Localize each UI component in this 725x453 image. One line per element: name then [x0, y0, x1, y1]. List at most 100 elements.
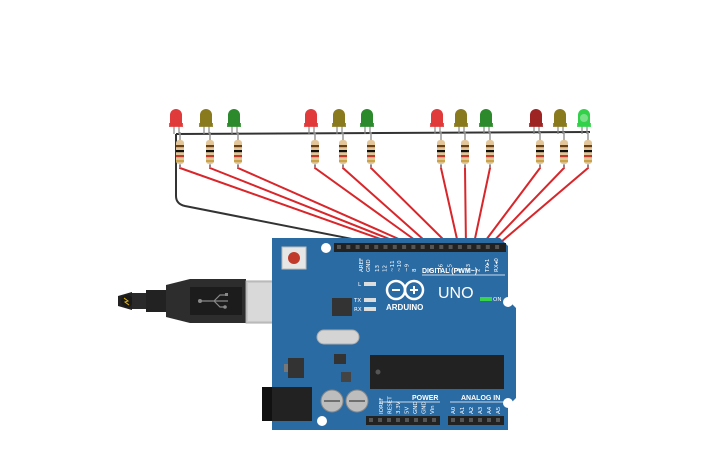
arduino-logo-icon — [385, 279, 425, 301]
resistor — [560, 132, 568, 168]
power-pin-label: RESET — [388, 396, 394, 414]
gnd-label: GND — [366, 259, 372, 272]
mount-hole — [317, 416, 327, 426]
rx-label: RX — [354, 307, 362, 313]
analog-pin-label: A1 — [460, 407, 466, 414]
atmega-chip — [370, 355, 504, 389]
digital-pin-label: ~5 — [448, 263, 454, 272]
power-pin-label: GND — [422, 401, 428, 414]
analog-pin-label: A3 — [478, 406, 484, 414]
led — [199, 109, 213, 134]
resistors — [176, 132, 592, 168]
traffic-light-1 — [169, 109, 241, 134]
led — [553, 109, 567, 134]
resistor — [437, 132, 445, 168]
digital-pin-label: TX▸1 — [485, 259, 491, 273]
digital-pin-label: 8 — [412, 268, 418, 272]
power-jack — [262, 387, 312, 421]
resistor — [536, 132, 544, 168]
digital-pin-label: ~9 — [405, 263, 411, 272]
signal-wire — [179, 165, 407, 249]
digital-header-label: DIGITAL (PWM~) — [422, 268, 477, 275]
ground-wire — [175, 131, 591, 249]
aref-label: AREF — [359, 258, 365, 272]
led — [169, 109, 183, 134]
led — [577, 109, 591, 134]
usb-symbol-icon — [198, 293, 228, 309]
signal-wires — [179, 165, 589, 249]
digital-pin-label: 4 — [457, 268, 463, 272]
led — [304, 109, 318, 134]
power-label: POWER — [412, 395, 438, 402]
tx-label: TX — [353, 298, 361, 304]
voltage-regulator — [288, 358, 304, 378]
digital-pin-label: ~10 — [397, 260, 403, 272]
analog-pin-label: A2 — [469, 407, 475, 414]
power-pin-label: 3.3V — [396, 401, 402, 414]
digital-pin-label: 13 — [375, 265, 381, 272]
signal-wire — [464, 165, 467, 249]
resistor — [234, 132, 242, 168]
traffic-light-2 — [304, 109, 374, 134]
brand-label: ARDUINO — [386, 303, 423, 312]
leds — [169, 109, 591, 134]
analog-pin-label: A5 — [496, 406, 502, 414]
led-tx — [364, 298, 376, 302]
resistor — [461, 132, 469, 168]
led — [454, 109, 468, 134]
resistor — [584, 132, 592, 168]
analog-pin-label: A4 — [487, 406, 493, 414]
digital-pin-label: 2 — [476, 269, 482, 273]
chip — [334, 354, 346, 364]
power-header — [366, 416, 440, 425]
signal-wire — [342, 165, 434, 249]
led-rx — [364, 307, 376, 311]
power-pin-label: 5V — [405, 407, 411, 414]
resistor — [176, 132, 184, 168]
mount-hole — [503, 398, 513, 408]
reset-button[interactable] — [281, 246, 307, 270]
digital-header — [334, 243, 506, 252]
mount-hole — [321, 243, 331, 253]
digital-pin-label: ~3 — [466, 263, 472, 272]
analog-label: ANALOG IN — [461, 395, 500, 402]
resistor — [367, 132, 375, 168]
led — [227, 109, 241, 134]
chip — [332, 298, 352, 316]
led — [332, 109, 346, 134]
signal-wire — [472, 165, 491, 249]
led-l — [364, 282, 376, 286]
on-label: ON — [493, 297, 501, 303]
digital-pin-label: ~11 — [390, 260, 396, 272]
crystal — [316, 329, 360, 345]
led — [360, 109, 374, 134]
power-pin-label: Vin — [430, 405, 436, 414]
led — [479, 109, 493, 134]
power-pin-label: IOREF — [379, 398, 385, 414]
digital-pin-label: ~6 — [438, 263, 444, 272]
resistor — [311, 132, 319, 168]
capacitor — [345, 389, 369, 413]
digital-pin-label: 7 — [429, 268, 435, 272]
led — [529, 109, 543, 134]
power-pin-label: GND — [413, 401, 419, 414]
signal-wire — [493, 165, 589, 249]
led-on — [480, 297, 492, 301]
analog-header — [448, 416, 504, 425]
digital-pin-label: RX◂0 — [494, 258, 500, 272]
led-l-label: L — [358, 282, 362, 288]
analog-pin-label: A0 — [451, 406, 457, 414]
resistor — [339, 132, 347, 168]
capacitor — [320, 389, 344, 413]
resistor — [486, 132, 494, 168]
traffic-light-3 — [430, 109, 493, 134]
resistor — [206, 132, 214, 168]
digital-pin-label: 12 — [382, 265, 388, 272]
uno-label: UNO — [438, 285, 474, 302]
signal-wire — [440, 165, 460, 249]
led — [430, 109, 444, 134]
mount-hole — [503, 297, 513, 307]
signal-wire — [486, 165, 565, 249]
